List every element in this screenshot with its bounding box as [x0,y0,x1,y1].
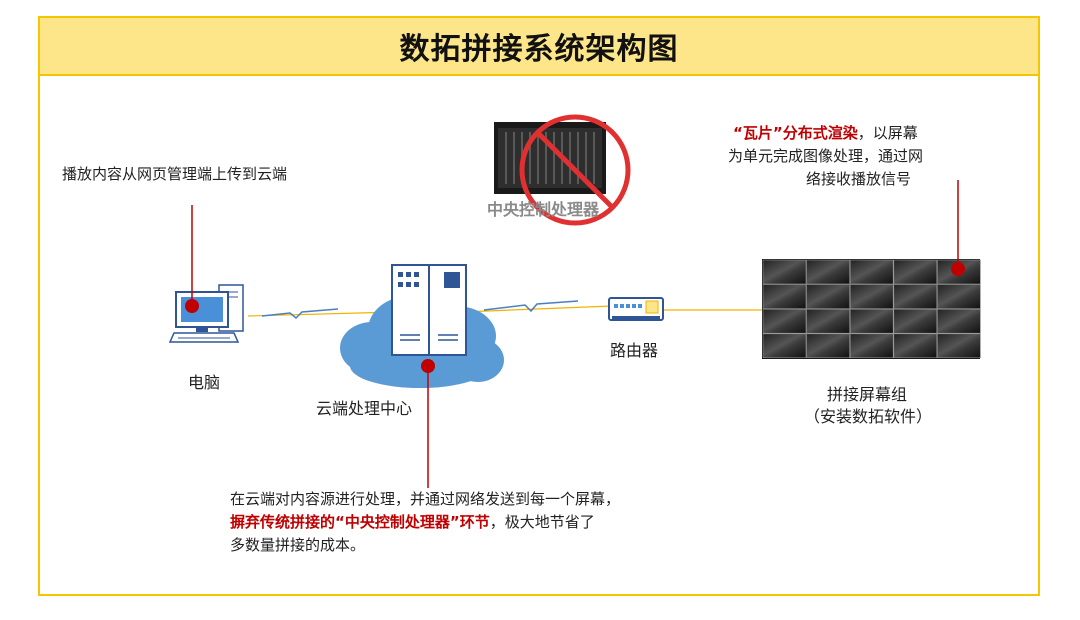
video-wall-tile [762,333,807,359]
marker-wall [951,262,965,276]
video-wall-tile [762,284,807,309]
video-wall-tile [806,333,850,359]
central-controller [494,114,631,226]
cloud-center-label: 云端处理中心 [316,399,413,418]
link-cloud-router [461,305,613,313]
video-wall-tile [937,284,981,309]
marker-cloud [421,359,435,373]
tile-rendering-text: ，以屏幕 [857,124,918,142]
tile-rendering-note-line2: 为单元完成图像处理，通过网 [728,147,924,165]
cloud-note-line2: 摒弃传统拼接的“中央控制处理器”环节，极大地节省了 [230,511,595,534]
computer-label: 电脑 [188,373,221,392]
video-wall-tile [806,308,850,334]
wireless-icon [483,300,579,313]
router-icon [608,297,664,321]
rack-icon [494,122,606,194]
central-controller-label: 中央控制处理器 [487,200,600,219]
video-wall-tile [806,284,850,309]
screen-group-sublabel: （安装数拓软件） [804,407,933,426]
router-label: 路由器 [610,341,659,360]
video-wall-tile [849,333,894,359]
video-wall-tile [937,333,981,359]
video-wall-icon [762,259,981,359]
prohibited-icon [519,114,631,226]
video-wall-tile [893,259,938,285]
screen-group-label: 拼接屏幕组 [827,385,908,404]
video-wall-tile [849,259,894,285]
title-bar: 数拓拼接系统架构图 [38,16,1040,76]
computer-icon [168,284,244,343]
tile-rendering-note-line3: 络接收播放信号 [806,170,912,188]
video-wall-tile [893,333,938,359]
marker-computer [185,299,199,313]
video-wall-tile [893,308,938,334]
tile-rendering-note-line1: “瓦片”分布式渲染，以屏幕 [733,122,918,145]
upload-note: 播放内容从网页管理端上传到云端 [62,165,288,183]
server-icon [391,264,467,356]
video-wall-tile [806,259,850,285]
wireless-icon [261,308,339,320]
video-wall-tile [937,308,981,334]
video-wall-tile [762,259,807,285]
diagram-title: 数拓拼接系统架构图 [399,32,679,67]
cloud-note-text: ，极大地节省了 [489,513,595,531]
video-wall-tile [762,308,807,334]
cloud-note-highlight: 摒弃传统拼接的“中央控制处理器”环节 [230,513,490,531]
video-wall-tile [849,308,894,334]
video-wall-tile [849,284,894,309]
tile-rendering-highlight: “瓦片”分布式渲染 [733,124,858,142]
cloud-note-line3: 多数量拼接的成本。 [230,536,366,554]
video-wall-tile [893,284,938,309]
cloud-note-line1: 在云端对内容源进行处理，并通过网络发送到每一个屏幕， [230,490,621,508]
